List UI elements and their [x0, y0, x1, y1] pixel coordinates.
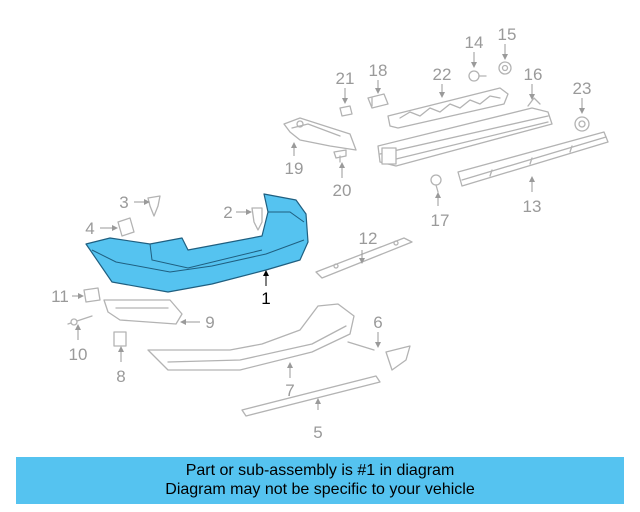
- part-6-drawing: [347, 341, 411, 371]
- part-16-drawing: [377, 97, 553, 167]
- callout-13[interactable]: 13: [523, 197, 542, 216]
- callout-1[interactable]: 1: [261, 289, 270, 308]
- callout-20[interactable]: 20: [333, 181, 352, 200]
- banner-line-disclaimer: Diagram may not be specific to your vehi…: [165, 481, 475, 498]
- callout-17[interactable]: 17: [431, 211, 450, 230]
- part-5-drawing: [241, 375, 381, 417]
- callout-10[interactable]: 10: [69, 345, 88, 364]
- callout-2[interactable]: 2: [223, 203, 232, 222]
- info-banner: Part or sub-assembly is #1 in diagram Di…: [16, 457, 624, 504]
- leader-lines: [72, 44, 585, 410]
- part-8-drawing: [113, 331, 127, 347]
- callout-16[interactable]: 16: [524, 65, 543, 84]
- leader-line-part-1: [263, 270, 269, 286]
- part-7-drawing: [147, 303, 355, 371]
- callout-15[interactable]: 15: [498, 25, 517, 44]
- callout-8[interactable]: 8: [116, 367, 125, 386]
- callout-21[interactable]: 21: [336, 69, 355, 88]
- callout-18[interactable]: 18: [369, 61, 388, 80]
- part-13-drawing: [457, 131, 609, 187]
- callout-22[interactable]: 22: [433, 65, 452, 84]
- part-11-drawing: [83, 287, 101, 303]
- callout-3[interactable]: 3: [119, 193, 128, 212]
- part-2-drawing: [251, 207, 263, 231]
- callout-11[interactable]: 11: [51, 287, 69, 306]
- part-20-drawing: [333, 149, 347, 163]
- part-15-drawing: [498, 61, 512, 75]
- part-21-drawing: [339, 105, 353, 117]
- callout-7[interactable]: 7: [285, 381, 294, 400]
- part-18-drawing: [367, 93, 389, 109]
- callout-9[interactable]: 9: [205, 313, 214, 332]
- part-22-drawing: [387, 87, 509, 129]
- callout-4[interactable]: 4: [85, 219, 94, 238]
- part-23-drawing: [574, 116, 590, 132]
- part-14-drawing: [468, 70, 487, 82]
- part-1-bumper-cover-highlight[interactable]: [85, 193, 309, 293]
- callout-12[interactable]: 12: [359, 229, 378, 248]
- callout-19[interactable]: 19: [285, 159, 304, 178]
- part-19-drawing: [283, 117, 357, 151]
- part-4-drawing: [117, 217, 135, 237]
- callout-labels: 1 2 3 4 5 6 7 8 9 10 11 12 13 14 15 16 1…: [51, 25, 591, 442]
- callout-23[interactable]: 23: [573, 79, 592, 98]
- banner-line-part-number: Part or sub-assembly is #1 in diagram: [185, 462, 455, 479]
- part-17-drawing: [430, 174, 442, 193]
- part-9-drawing: [103, 299, 183, 325]
- callout-14[interactable]: 14: [465, 33, 484, 52]
- callout-6[interactable]: 6: [373, 313, 382, 332]
- part-10-drawing: [67, 315, 93, 326]
- callout-5[interactable]: 5: [313, 423, 322, 442]
- part-3-drawing: [147, 195, 161, 217]
